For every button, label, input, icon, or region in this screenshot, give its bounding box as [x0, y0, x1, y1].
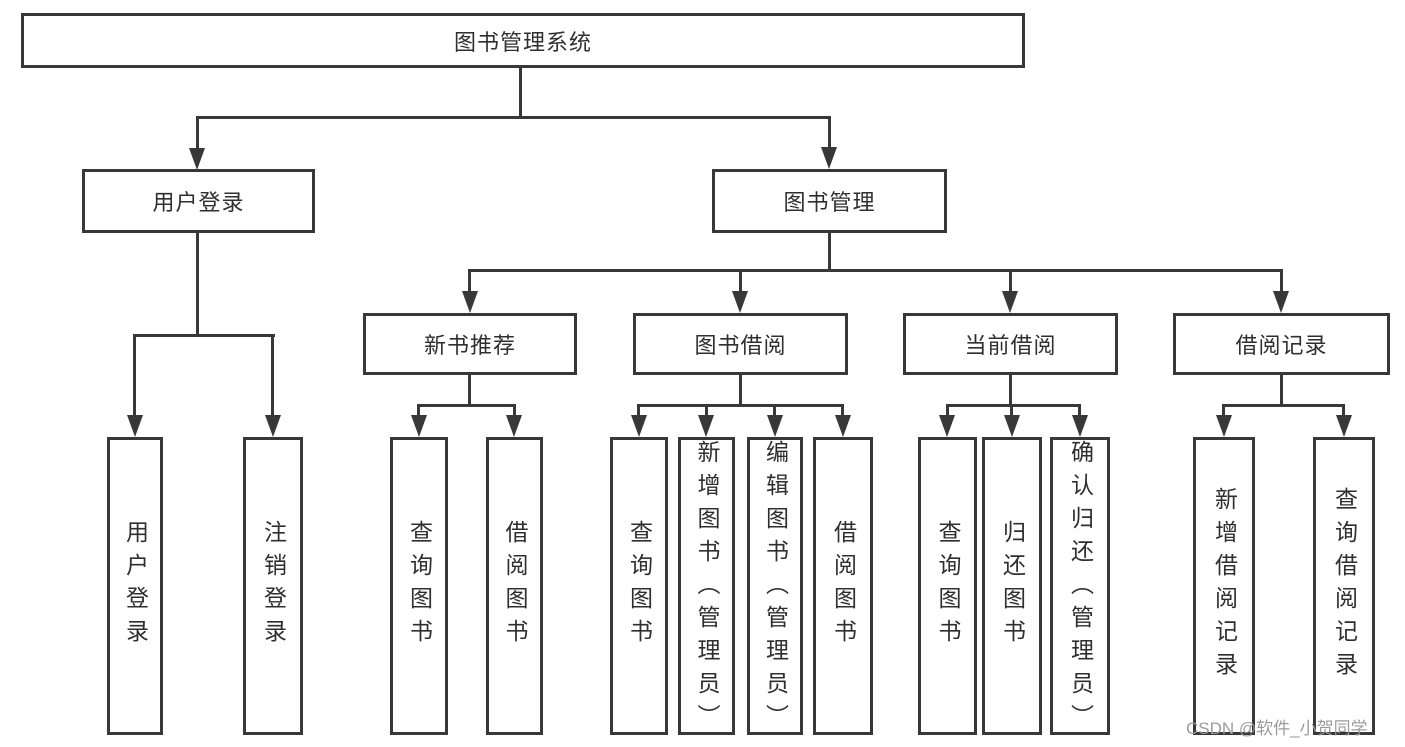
connector-line [1222, 404, 1225, 417]
arrowhead-icon [265, 415, 281, 437]
leaf-record-add: 新增借阅记录 [1193, 437, 1255, 735]
arrowhead-icon [821, 147, 837, 169]
leaf-logout: 注销登录 [243, 437, 303, 735]
connector-line [1222, 404, 1345, 407]
leaf-label: 新增借阅记录 [1211, 487, 1238, 685]
arrowhead-icon [631, 415, 647, 437]
node-user-login: 用户登录 [82, 169, 315, 233]
connector-line [1010, 404, 1013, 417]
connector-line [1280, 375, 1283, 407]
connector-line [828, 116, 831, 149]
connector-line [637, 404, 844, 407]
node-book-borrow: 图书借阅 [633, 313, 848, 375]
connector-line [513, 404, 516, 417]
leaf-label: 用户登录 [122, 520, 149, 652]
leaf-label: 借阅图书 [830, 520, 857, 652]
leaf-label: 借阅图书 [502, 520, 528, 652]
leaf-label: 新增图书（管理员） [694, 440, 720, 737]
arrowhead-icon [127, 415, 143, 437]
connector-line [1009, 375, 1012, 407]
arrowhead-icon [767, 415, 783, 437]
arrowhead-icon [1273, 291, 1289, 313]
connector-line [519, 68, 522, 118]
connector-line [828, 233, 831, 272]
connector-line [946, 404, 949, 417]
arrowhead-icon [411, 415, 427, 437]
node-book-management: 图书管理 [712, 169, 947, 233]
arrowhead-icon [462, 291, 478, 313]
leaf-record-query: 查询借阅记录 [1313, 437, 1375, 735]
leaf-label: 查询图书 [406, 520, 433, 652]
node-current-borrow: 当前借阅 [903, 313, 1118, 375]
connector-line [417, 404, 420, 417]
connector-line [417, 404, 516, 407]
leaf-label: 查询图书 [626, 520, 653, 652]
arrowhead-icon [698, 415, 714, 437]
node-library-system: 图书管理系统 [21, 13, 1025, 68]
connector-line [196, 116, 831, 119]
connector-line [739, 375, 742, 407]
connector-line [196, 233, 199, 337]
leaf-label: 查询图书 [935, 520, 961, 652]
leaf-current-return: 归还图书 [982, 437, 1042, 735]
leaf-current-confirm-admin: 确认归还（管理员） [1050, 437, 1110, 737]
connector-line [468, 269, 1282, 272]
connector-line [1342, 404, 1345, 417]
leaf-label: 归还图书 [999, 520, 1026, 652]
connector-line [271, 334, 274, 417]
arrowhead-icon [835, 415, 851, 437]
arrowhead-icon [939, 415, 955, 437]
leaf-borrow-edit-admin: 编辑图书（管理员） [747, 437, 803, 737]
leaf-label: 编辑图书（管理员） [762, 440, 789, 737]
leaf-borrow-borrow: 借阅图书 [813, 437, 873, 735]
arrowhead-icon [1004, 415, 1020, 437]
leaf-borrow-query: 查询图书 [610, 437, 668, 735]
connector-line [468, 375, 471, 407]
connector-line [773, 404, 776, 417]
arrowhead-icon [189, 148, 205, 170]
arrowhead-icon [732, 291, 748, 313]
connector-line [468, 269, 471, 293]
connector-line [705, 404, 708, 417]
connector-line [1009, 269, 1012, 293]
leaf-user-login: 用户登录 [107, 437, 163, 735]
arrowhead-icon [1336, 415, 1352, 437]
leaf-label: 确认归还（管理员） [1067, 440, 1094, 737]
connector-line [133, 334, 136, 417]
csdn-watermark: CSDN @软件_小贺同学 [1186, 719, 1368, 738]
connector-line [946, 404, 1081, 407]
arrowhead-icon [1002, 291, 1018, 313]
leaf-newbook-query: 查询图书 [390, 437, 448, 735]
leaf-label: 注销登录 [260, 520, 287, 652]
connector-line [196, 116, 199, 150]
leaf-borrow-add-admin: 新增图书（管理员） [678, 437, 735, 737]
connector-line [841, 404, 844, 417]
connector-line [739, 269, 742, 293]
leaf-newbook-borrow: 借阅图书 [486, 437, 543, 735]
leaf-label: 查询借阅记录 [1331, 487, 1358, 685]
arrowhead-icon [506, 415, 522, 437]
connector-line [637, 404, 640, 417]
connector-line [1280, 269, 1283, 293]
connector-line [1078, 404, 1081, 417]
connector-line [133, 334, 275, 337]
arrowhead-icon [1072, 415, 1088, 437]
leaf-current-query: 查询图书 [918, 437, 977, 735]
arrowhead-icon [1216, 415, 1232, 437]
node-borrow-records: 借阅记录 [1173, 313, 1390, 375]
node-new-book-recommend: 新书推荐 [363, 313, 577, 375]
